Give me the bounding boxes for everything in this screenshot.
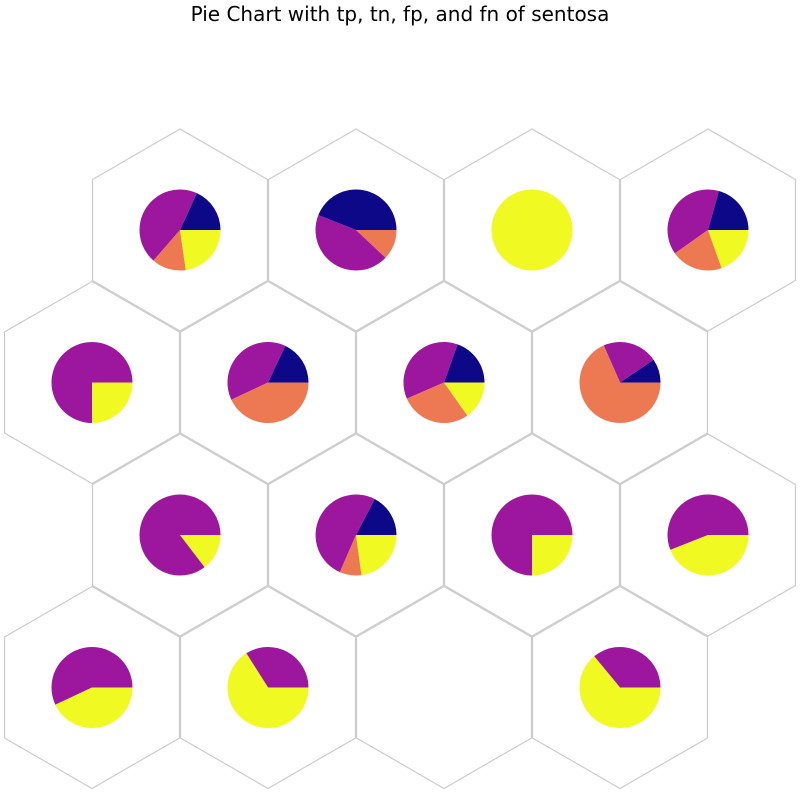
pie xyxy=(139,189,221,271)
pie-slice-tn xyxy=(227,341,286,400)
pie xyxy=(315,494,397,576)
pie-slice-tp xyxy=(318,189,397,230)
hex-cell xyxy=(91,128,269,332)
pie-slice-tn xyxy=(594,646,661,688)
pie-slice-tn xyxy=(667,494,749,550)
pie-slice-tn xyxy=(139,494,221,576)
pie xyxy=(667,189,749,271)
pie xyxy=(227,341,309,424)
pie-slice-fn xyxy=(180,230,221,271)
pie-slice-tn xyxy=(315,494,375,573)
pie-slice-fp xyxy=(356,230,397,258)
pie xyxy=(579,341,661,423)
hex-cell xyxy=(355,280,533,485)
hex-cell xyxy=(531,585,709,790)
hex-cell xyxy=(619,128,797,332)
pie xyxy=(667,494,749,576)
pie-slice-fp xyxy=(231,382,309,424)
pie-slice-fn xyxy=(708,230,749,269)
pie-slice-tn xyxy=(403,342,458,399)
hex-cell xyxy=(179,280,357,485)
pie-slice-tn xyxy=(667,189,719,254)
pie-slice-fp xyxy=(406,382,468,424)
pie-slice-fn xyxy=(444,382,485,416)
pie-slice-fn xyxy=(55,687,133,729)
hex-cell xyxy=(267,128,445,332)
pie-slice-tp xyxy=(444,344,485,383)
pie-slice-tp xyxy=(356,499,397,535)
pie-slice-tp xyxy=(268,345,309,383)
pie xyxy=(139,494,221,576)
hex-cell xyxy=(179,585,357,790)
pie-slice-fn xyxy=(227,653,309,728)
hex-grid xyxy=(3,128,797,790)
pie-slice-fp xyxy=(339,535,362,576)
hex-cell xyxy=(443,433,621,637)
pie-slice-fn xyxy=(491,189,573,271)
pie-slice-fp xyxy=(674,230,722,271)
pie-slice-tp xyxy=(180,193,221,230)
pie-slice-tn xyxy=(603,341,654,383)
pie xyxy=(315,189,397,271)
pie-slice-fp xyxy=(153,230,186,271)
hex-cell xyxy=(267,433,445,637)
hex-cell xyxy=(619,433,797,637)
pie-slice-fn xyxy=(92,382,133,423)
hex-cell xyxy=(443,128,621,332)
pie-slice-tp xyxy=(708,190,749,230)
pie-slice-fp xyxy=(579,345,661,423)
pie xyxy=(403,342,485,424)
hex-cell xyxy=(3,280,181,485)
pie-slice-fn xyxy=(532,535,573,576)
pie-slice-tn xyxy=(51,647,133,705)
pie xyxy=(491,189,573,271)
pie-slice-fn xyxy=(670,535,749,576)
pie xyxy=(491,494,573,576)
pie-slice-tn xyxy=(139,189,197,261)
pie-slice-fn xyxy=(356,535,397,576)
hex-cell xyxy=(531,280,709,485)
pie xyxy=(51,647,133,729)
pie-slice-fn xyxy=(180,535,221,568)
hex-cell xyxy=(355,585,533,790)
hex-cell xyxy=(3,585,181,790)
hex-cell xyxy=(91,433,269,637)
pies xyxy=(51,189,749,729)
chart-title: Pie Chart with tp, tn, fp, and fn of sen… xyxy=(190,2,610,26)
pie xyxy=(227,646,309,728)
pie-slice-tn xyxy=(315,215,386,271)
pie-slice-tn xyxy=(246,646,309,688)
pie-slice-tp xyxy=(620,359,661,383)
pie xyxy=(579,646,661,728)
pie xyxy=(51,342,133,423)
pie-slice-fn xyxy=(579,656,661,728)
